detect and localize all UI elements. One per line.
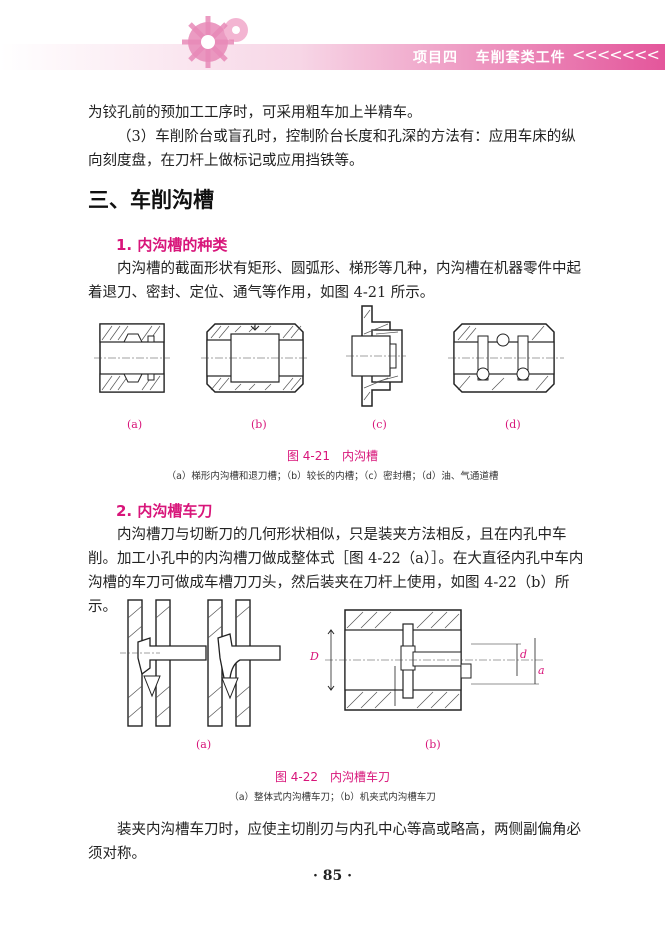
header-chapter: 车削套类工件 [475,50,566,66]
figure-4-22-b [325,609,545,711]
figure-4-22-caption: 图 4-22 内沟槽车刀 [274,770,391,784]
gear-icon [182,16,248,68]
figure-4-21-label-d: (d) [505,418,521,431]
figure-4-21-caption: 图 4-21 内沟槽 [286,449,379,463]
header-arrows: <<<<<<< [572,45,660,64]
figure-4-21-label-a: (a) [127,418,143,431]
page-number: · 85 · [313,868,352,884]
paragraph-4: 内沟槽刀与切断刀的几何形状相似，只是装夹方法相反，且在内孔中车削。加工小孔中的内… [88,527,584,615]
dimension-D: D [310,650,319,663]
paragraph-3: 内沟槽的截面形状有矩形、圆弧形、梯形等几种，内沟槽在机器零件中起着退刀、密封、定… [88,261,581,301]
figure-4-21-a [94,323,170,393]
page-header: 项目四 车削套类工件 <<<<<<< [0,0,665,75]
figure-4-22-subcaption: （a）整体式内沟槽车刀；（b）机夹式内沟槽车刀 [229,792,436,803]
figure-4-21-subcaption: （a）梯形内沟槽和退刀槽；（b）较长的内槽；（c）密封槽；（d）油、气通道槽 [166,471,499,482]
header-project: 项目四 [413,50,458,66]
figure-4-21-b [201,323,309,393]
figure-4-22-label-a: (a) [196,738,212,751]
dimension-a: a [538,664,545,677]
figure-4-21-c [346,305,406,407]
paragraph-1: 为铰孔前的预加工工序时，可采用粗车加上半精车。 [88,105,422,121]
figure-4-21-d [448,323,564,393]
header-band [0,44,665,70]
paragraph-2: （3）车削阶台或盲孔时，控制阶台长度和孔深的方法有：应用车床的纵向刻度盘，在刀杆… [88,129,576,169]
figure-4-21-label-c: (c) [372,418,387,431]
figure-4-22-a [120,599,281,727]
section-heading: 三、车削沟槽 [88,188,214,212]
header-title: 项目四 车削套类工件 [413,47,566,67]
subheading-2: 2. 内沟槽车刀 [116,502,213,520]
dimension-d: d [520,648,528,661]
subheading-1: 1. 内沟槽的种类 [116,236,228,254]
figure-4-21-label-b: (b) [251,418,267,431]
paragraph-5: 装夹内沟槽车刀时，应使主切削刃与内孔中心等高或略高，两侧副偏角必须对称。 [88,822,581,862]
figure-4-22-label-b: (b) [425,738,441,751]
